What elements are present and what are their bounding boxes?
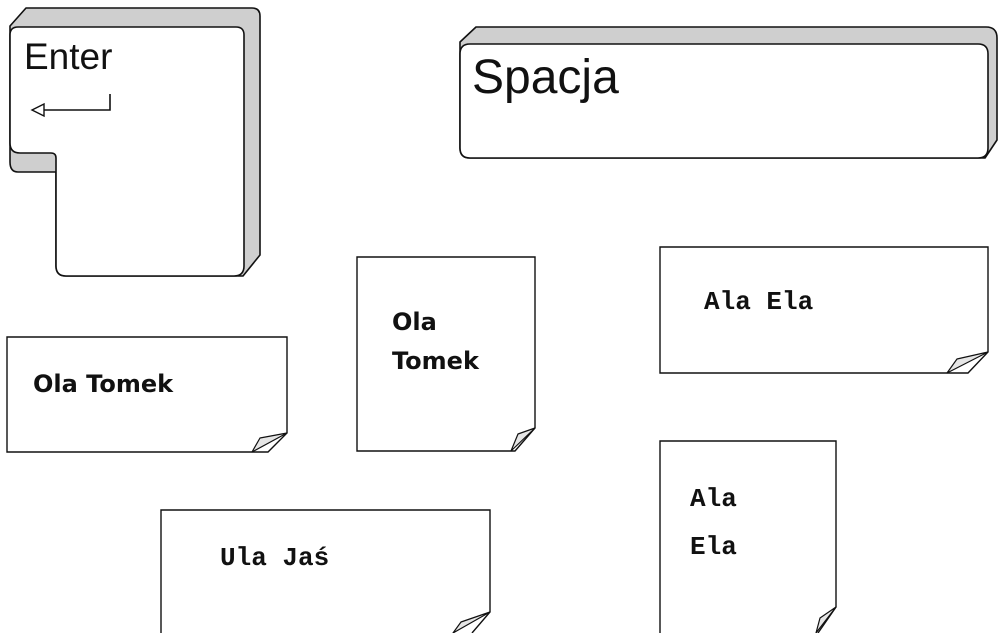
card-label-line1: Ola: [392, 308, 437, 336]
card-label-line1: Ala: [690, 484, 737, 514]
page-curl-icon: [946, 351, 989, 374]
card-ala-ela-tall: Ala Ela: [659, 440, 837, 634]
card-ula-jas: Ula Jaś: [160, 509, 491, 634]
enter-key-label: Enter: [24, 36, 112, 77]
card-ala-ela-wide: Ala Ela: [659, 246, 989, 374]
return-arrow-icon: [30, 94, 111, 118]
card-label-line2: Ela: [690, 532, 737, 562]
space-key-label: Spacja: [472, 51, 619, 104]
page-curl-icon: [452, 611, 491, 634]
space-key-face: [459, 43, 989, 159]
enter-key: Enter: [9, 7, 261, 277]
space-key: Spacja: [459, 26, 998, 159]
card-ola-tomek-wide: Ola Tomek: [6, 336, 288, 453]
card-ola-tomek-tall: Ola Tomek: [356, 256, 536, 452]
page-curl-icon: [815, 606, 837, 634]
enter-key-face: [9, 26, 245, 277]
card-label: Ala Ela: [704, 287, 813, 317]
page-curl-icon: [251, 432, 288, 453]
card-label: Ula Jaś: [220, 543, 329, 573]
card-label: Ola Tomek: [33, 370, 174, 398]
page-curl-icon: [510, 427, 536, 452]
card-label-line2: Tomek: [392, 347, 480, 375]
